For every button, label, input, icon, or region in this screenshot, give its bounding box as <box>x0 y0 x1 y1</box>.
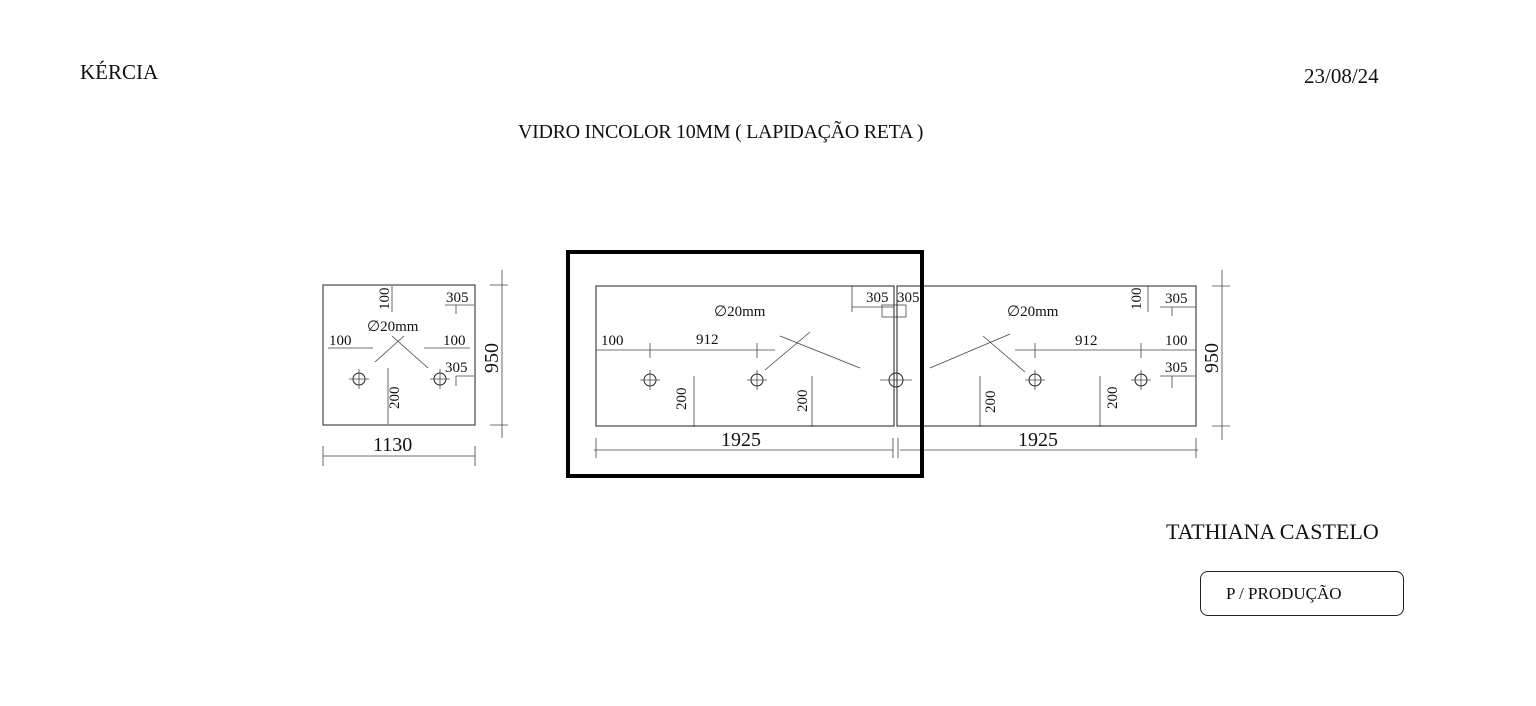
drawing-date: 23/08/24 <box>1304 64 1379 88</box>
hole-icon <box>1025 370 1045 390</box>
hole-icon <box>430 369 450 389</box>
dim-label: 200 <box>1105 387 1121 410</box>
dim-label: 305 <box>446 290 469 306</box>
panel-right-outline <box>896 285 1197 427</box>
panel-small-outline <box>322 284 476 426</box>
panel-width-label: 1130 <box>373 434 412 456</box>
hole-icon <box>1131 370 1151 390</box>
dim-label: 912 <box>696 332 719 348</box>
dim-label: 100 <box>329 333 352 349</box>
signature-name: TATHIANA CASTELO <box>1166 519 1379 544</box>
hole-diameter-label: ∅20mm <box>714 304 766 320</box>
dim-label: 305 <box>1165 360 1188 376</box>
dim-label: 305 <box>866 290 889 306</box>
dim-label: 100 <box>1165 333 1188 349</box>
panel-left: ∅20mm 100 912 305 200 200 1925 <box>594 285 912 458</box>
hole-icon <box>349 369 369 389</box>
dim-label: 200 <box>983 391 999 414</box>
panel-left-outline <box>595 285 895 427</box>
dim-label: 100 <box>601 333 624 349</box>
dim-label: 100 <box>377 288 393 311</box>
panel-width-label: 1925 <box>721 429 761 451</box>
dim-label: 200 <box>387 387 403 410</box>
panel-right: ∅20mm 305 100 305 912 100 305 200 200 95… <box>896 270 1230 458</box>
panel-height-label: 950 <box>481 343 503 373</box>
dim-label: 200 <box>674 388 690 411</box>
panel-small: ∅20mm 100 100 305 100 305 200 950 1130 <box>322 270 508 466</box>
client-name: KÉRCIA <box>80 60 159 84</box>
dim-label: 200 <box>795 390 811 413</box>
hole-diameter-label: ∅20mm <box>367 319 419 335</box>
dim-label: 305 <box>897 290 920 306</box>
dim-label: 100 <box>443 333 466 349</box>
dim-label: 912 <box>1075 333 1098 349</box>
dim-label: 100 <box>1129 288 1145 311</box>
production-stamp-label: P / PRODUÇÃO <box>1226 583 1342 603</box>
drawing-title: VIDRO INCOLOR 10MM ( LAPIDAÇÃO RETA ) <box>518 121 924 143</box>
hole-icon <box>747 370 767 390</box>
hole-icon <box>880 372 912 388</box>
production-stamp: P / PRODUÇÃO <box>1200 571 1404 616</box>
hole-diameter-label: ∅20mm <box>1007 304 1059 320</box>
panel-width-label: 1925 <box>1018 429 1058 451</box>
hole-icon <box>640 370 660 390</box>
dim-label: 305 <box>445 360 468 376</box>
dim-label: 305 <box>1165 291 1188 307</box>
panel-height-label: 950 <box>1201 343 1223 373</box>
selection-highlight-box[interactable] <box>566 250 924 478</box>
